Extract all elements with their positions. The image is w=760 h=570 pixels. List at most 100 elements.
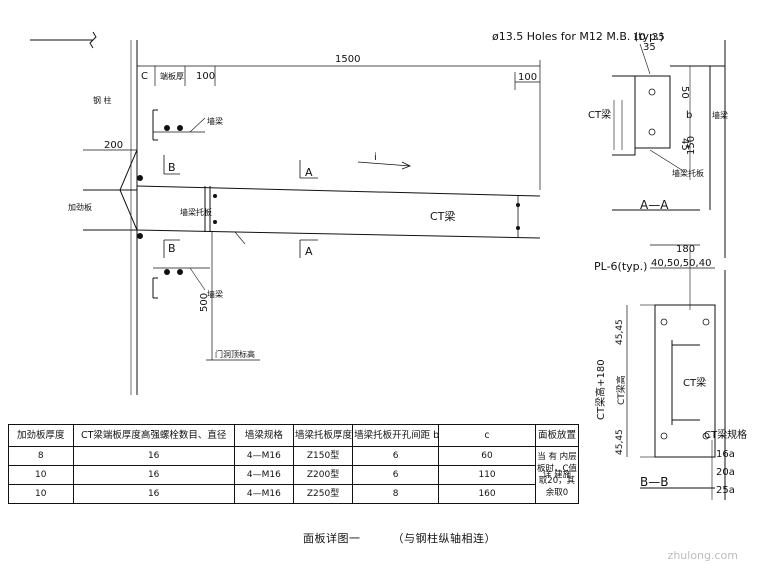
label-spec-25a: 25a: [716, 485, 735, 496]
upper-wall-beam-profile: [152, 109, 158, 141]
table-cell: 6: [352, 446, 440, 466]
label-section-a-lower: A: [305, 245, 313, 258]
label-dim-45-45-top: 45,45: [615, 319, 625, 345]
label-spec-16a: 16a: [716, 449, 735, 460]
table-cell: 4—M16: [233, 446, 294, 466]
bb-ct-channel: [671, 340, 700, 425]
lower-wall-beam-leader: [189, 267, 206, 291]
table-cell: 4—M16: [233, 465, 294, 485]
aa-hole-a: [648, 88, 656, 96]
bolt-lower-a: [177, 269, 183, 275]
bolt-stiffener-top: [137, 175, 143, 181]
ct-beam-bottom-edge: [136, 229, 541, 239]
label-section-b-lower: B: [168, 242, 176, 255]
label-ct-beam-main: CT梁: [430, 209, 455, 223]
table-header-cell: CT梁端板厚度高强螺栓数目、直径: [72, 424, 235, 447]
label-end-plate-thick: 端板厚: [160, 71, 184, 81]
bolt-upper-b: [164, 125, 170, 131]
table-header-cell: 墙梁托板开孔间距 b: [352, 424, 440, 447]
aa-bracket-plate: [634, 75, 671, 149]
label-steel-column: 钢 柱: [93, 95, 112, 105]
column-break-mark: [89, 31, 97, 49]
label-stiffener: 加劲板: [68, 202, 92, 212]
slope-arrow-line: [357, 161, 411, 167]
label-ct-spec: CT梁规格: [704, 428, 747, 441]
stiffener-plate: [119, 149, 138, 231]
section-b-lower-cut: [163, 239, 180, 258]
bb-plate: [654, 304, 716, 458]
table-cell: Z150型: [292, 446, 354, 466]
label-holes-note: ø13.5 Holes for M12 M.B. (typ.): [492, 30, 664, 43]
plate-holes: [648, 88, 710, 440]
bolt-lower-b: [164, 269, 170, 275]
label-wall-beam-upper: 墙梁: [207, 116, 223, 126]
caption-title: 面板详图一: [303, 532, 361, 545]
bb-hole-c: [660, 432, 668, 440]
label-dim-100-left: 100: [196, 71, 215, 82]
table-row: 10 16 4—M16 Z250型 8 160: [8, 484, 579, 504]
label-dim-1500: 1500: [335, 54, 360, 65]
watermark-text: zhulong.com: [667, 549, 738, 562]
label-wall-beam-aa: 墙梁: [712, 110, 728, 120]
table-header-cell: 墙梁托板厚度: [292, 424, 354, 447]
drawing-caption: 面板详图一 （与钢柱纵轴相连）: [303, 530, 524, 546]
bolt-beam-end-b: [516, 226, 520, 230]
table-cell-merged-c: 当 有 内层板时，C值取20，其余取0: [534, 446, 580, 504]
table-cell: 16: [72, 446, 235, 466]
holes-leader: [639, 43, 651, 75]
label-wall-beam-lower: 墙梁: [207, 289, 223, 299]
table-header-cell: 加劲板厚度: [8, 424, 74, 447]
slope-arrow-head: [401, 161, 411, 170]
label-pl-dims: 40,50,50,40: [651, 258, 711, 269]
table-cell: 10: [8, 465, 74, 485]
aa-hole-b: [648, 128, 656, 136]
bolt-end-plate-a: [213, 194, 217, 198]
aa-ct-profile: [612, 75, 636, 156]
label-slope-i: i: [374, 152, 377, 163]
label-section-a-upper: A: [305, 166, 313, 179]
upper-wall-beam-leader: [189, 117, 206, 133]
label-holes-dim-35a: 35: [652, 32, 665, 43]
table-cell: 10: [8, 484, 74, 504]
label-dim-100-right: 100: [518, 72, 537, 83]
aa-ct-web: [613, 100, 623, 150]
label-door-frame: 门洞顶标高: [215, 349, 255, 359]
bolt-beam-end-a: [516, 203, 520, 207]
bolt-upper-a: [177, 125, 183, 131]
label-dim-200: 200: [104, 140, 123, 151]
label-holes-dim-10: 10: [633, 32, 646, 43]
table-cell: 110: [438, 465, 536, 485]
table-cell: 4—M16: [233, 484, 294, 504]
bb-hole-a: [660, 318, 668, 326]
section-b-upper-cut: [163, 155, 180, 175]
label-dim-c: C: [141, 71, 148, 82]
table-header-cell: 面板放置: [534, 424, 580, 447]
label-dim-b: b: [686, 110, 692, 121]
table-row: 8 16 4—M16 Z150型 6 60 当 有 内层板时，C值取20，其余取…: [8, 446, 580, 504]
table-cell: 160: [438, 484, 536, 504]
ct-beam-top-edge: [136, 185, 541, 197]
label-section-b-upper: B: [168, 161, 176, 174]
section-a-upper-cut: [299, 160, 318, 179]
bb-hole-d: [702, 432, 710, 440]
table-cell: 16: [72, 465, 235, 485]
table-header-cell: 墙梁规格: [233, 424, 294, 447]
section-a-lower-cut: [299, 239, 318, 258]
table-cell: 60: [438, 446, 536, 466]
bb-hole-b: [702, 318, 710, 326]
label-wall-beam-bracket-aa: 墙梁托板: [672, 168, 704, 178]
label-dim-50: 50: [679, 86, 690, 99]
table-cell: Z250型: [292, 484, 354, 504]
table-cell: 6: [352, 465, 440, 485]
label-ct-beam-bb: CT梁: [683, 376, 706, 389]
label-wall-beam-bracket: 墙梁托板: [180, 207, 212, 217]
caption-subtitle: （与钢柱纵轴相连）: [392, 532, 496, 545]
table-cell: 16: [72, 484, 235, 504]
ct-bracket-leader: [234, 231, 246, 245]
label-ct-beam-side: CT梁高: [615, 375, 627, 405]
label-pl-note: PL-6(typ.): [594, 260, 647, 273]
table-header-cell: c: [438, 424, 536, 447]
table-row: 10 16 4—M16 Z200型 6 110: [8, 465, 579, 485]
